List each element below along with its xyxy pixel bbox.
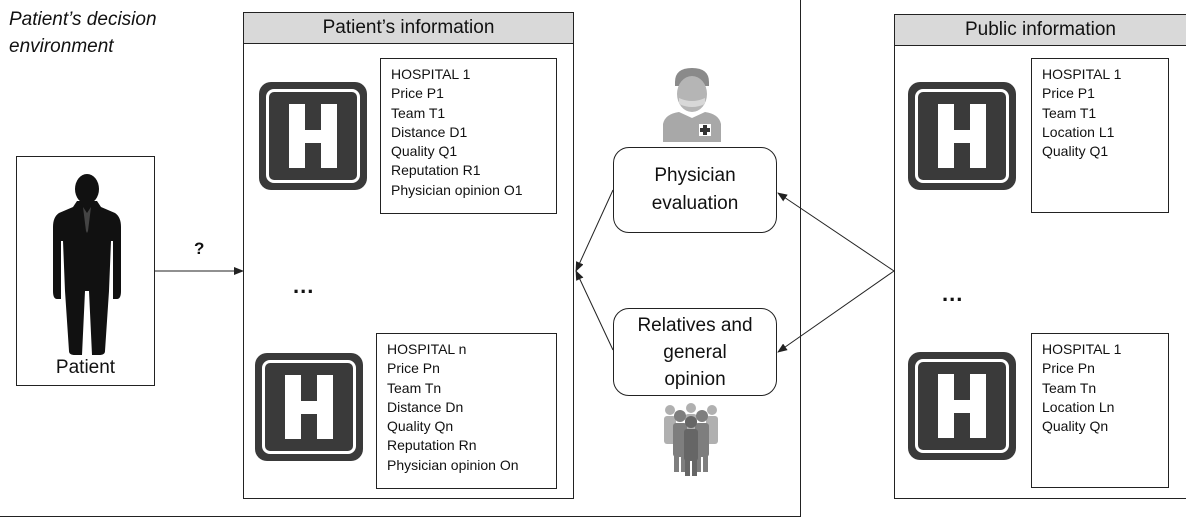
patient-box: Patient	[16, 156, 155, 386]
list-item: Price P1	[391, 85, 444, 102]
list-item: Distance D1	[391, 123, 468, 140]
physician-evaluation-box: Physician evaluation	[613, 147, 777, 233]
physician-line2: evaluation	[651, 193, 739, 214]
list-item: Quality Qn	[387, 418, 454, 435]
patient-hospital-n-card: HOSPITAL n Price Pn Team Tn Distance Dn …	[376, 333, 557, 489]
list-item: Reputation Rn	[387, 437, 477, 454]
list-item: Quality Qn	[1042, 418, 1109, 435]
question-mark: ?	[194, 239, 205, 258]
patient-ellipsis: ...	[293, 273, 315, 298]
list-item: HOSPITAL 1	[391, 66, 471, 82]
list-item: Quality Q1	[391, 143, 458, 160]
list-item: Price P1	[1042, 85, 1095, 102]
hospital-sign-icon	[259, 82, 367, 190]
list-item: HOSPITAL 1	[1042, 66, 1122, 82]
hospital-sign-icon	[908, 352, 1016, 460]
environment-title-line2: environment	[9, 36, 114, 57]
environment-title: Patient’s decision environment	[9, 6, 157, 60]
list-item: Team T1	[1042, 104, 1097, 121]
public-hospital-n-card: HOSPITAL 1 Price Pn Team Tn Location Ln …	[1031, 333, 1169, 488]
public-ellipsis: ...	[942, 281, 964, 306]
list-item: HOSPITAL 1	[1042, 341, 1122, 357]
public-to-physician-arrow	[777, 192, 895, 272]
patient-hospital-1-card: HOSPITAL 1 Price P1 Team T1 Distance D1 …	[380, 58, 557, 214]
businessman-silhouette-icon	[53, 174, 121, 355]
relatives-opinion-box: Relatives and general opinion	[613, 308, 777, 396]
relatives-line1: Relatives and	[637, 314, 753, 336]
relatives-line2: general	[663, 341, 727, 363]
list-item: HOSPITAL n	[387, 341, 467, 357]
relatives-line3: opinion	[664, 368, 726, 390]
list-item: Team Tn	[387, 379, 442, 396]
list-item: Location Ln	[1042, 398, 1115, 415]
list-item: Team Tn	[1042, 379, 1097, 396]
physician-icon	[663, 68, 721, 142]
list-item: Location L1	[1042, 123, 1115, 140]
crowd-icon	[664, 403, 718, 476]
list-item: Physician opinion O1	[391, 181, 523, 198]
physician-line1: Physician	[654, 165, 736, 186]
list-item: Price Pn	[387, 360, 440, 377]
list-item: Reputation R1	[391, 162, 481, 179]
physician-to-info-arrow	[575, 189, 614, 272]
environment-title-line1: Patient’s decision	[9, 9, 157, 30]
hospital-sign-icon	[255, 353, 363, 461]
public-hospital-1-card: HOSPITAL 1 Price P1 Team T1 Location L1 …	[1031, 58, 1169, 213]
patient-label: Patient	[55, 357, 116, 378]
list-item: Physician opinion On	[387, 456, 519, 473]
list-item: Team T1	[391, 104, 446, 121]
hospital-sign-icon	[908, 82, 1016, 190]
list-item: Price Pn	[1042, 360, 1095, 377]
public-information-header: Public information	[894, 14, 1186, 46]
public-to-relatives-arrow	[777, 270, 895, 353]
list-item: Distance Dn	[387, 398, 464, 415]
patient-information-header: Patient’s information	[243, 12, 574, 44]
relatives-to-info-arrow	[575, 270, 614, 351]
list-item: Quality Q1	[1042, 143, 1109, 160]
